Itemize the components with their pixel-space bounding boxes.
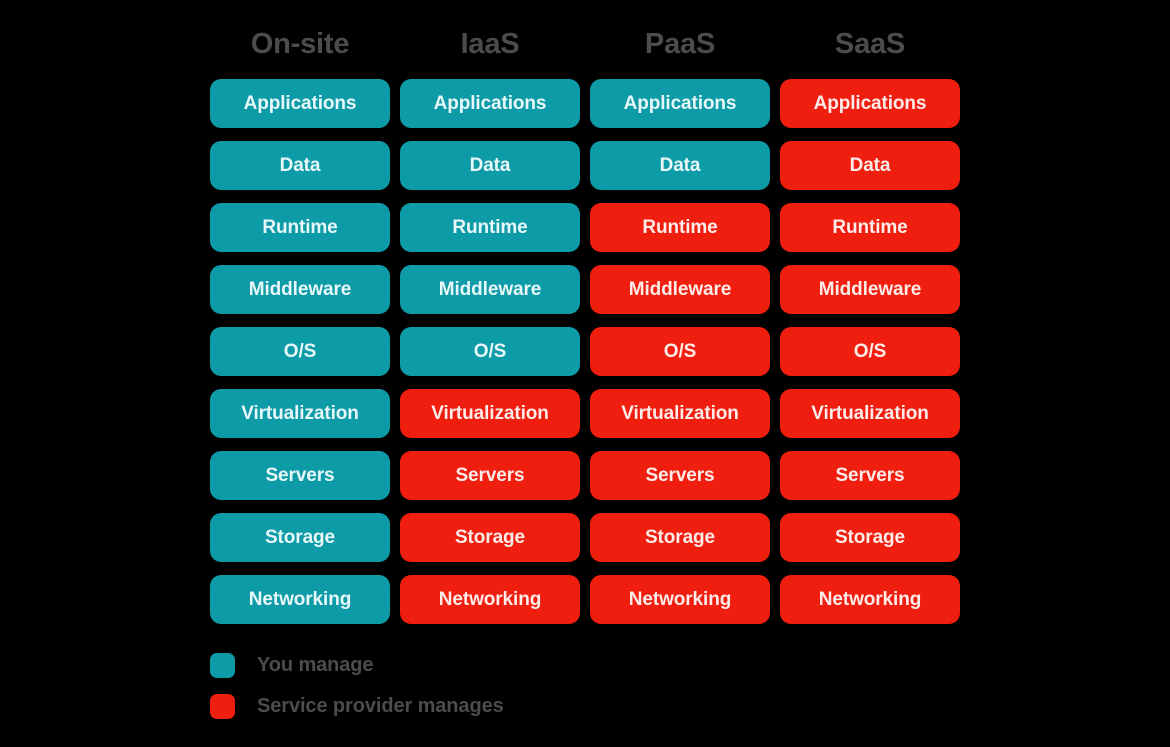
- cell-iaas-runtime[interactable]: Runtime: [400, 203, 580, 252]
- cell-on-site-virtualization[interactable]: Virtualization: [210, 389, 390, 438]
- column-header-iaas: IaaS: [460, 28, 520, 60]
- cell-paas-virtualization[interactable]: Virtualization: [590, 389, 770, 438]
- cell-iaas-applications[interactable]: Applications: [400, 79, 580, 128]
- column-header-saas: SaaS: [834, 28, 906, 60]
- cell-saas-storage[interactable]: Storage: [780, 513, 960, 562]
- cell-iaas-networking[interactable]: Networking: [400, 575, 580, 624]
- cell-paas-middleware[interactable]: Middleware: [590, 265, 770, 314]
- cell-on-site-servers[interactable]: Servers: [210, 451, 390, 500]
- cell-saas-data[interactable]: Data: [780, 141, 960, 190]
- legend-item-you: You manage: [210, 652, 504, 678]
- cell-on-site-runtime[interactable]: Runtime: [210, 203, 390, 252]
- cell-paas-o-s[interactable]: O/S: [590, 327, 770, 376]
- cell-on-site-applications[interactable]: Applications: [210, 79, 390, 128]
- column-header-row: On-site IaaS PaaS SaaS: [210, 22, 960, 66]
- cell-saas-networking[interactable]: Networking: [780, 575, 960, 624]
- cell-paas-runtime[interactable]: Runtime: [590, 203, 770, 252]
- cell-saas-o-s[interactable]: O/S: [780, 327, 960, 376]
- cell-saas-virtualization[interactable]: Virtualization: [780, 389, 960, 438]
- cell-iaas-middleware[interactable]: Middleware: [400, 265, 580, 314]
- column-header-on-site: On-site: [250, 28, 350, 60]
- cell-saas-applications[interactable]: Applications: [780, 79, 960, 128]
- cell-on-site-middleware[interactable]: Middleware: [210, 265, 390, 314]
- legend-swatch-you-icon: [210, 652, 235, 678]
- cell-iaas-storage[interactable]: Storage: [400, 513, 580, 562]
- cell-paas-servers[interactable]: Servers: [590, 451, 770, 500]
- cell-on-site-o-s[interactable]: O/S: [210, 327, 390, 376]
- legend-label: Service provider manages: [257, 694, 504, 717]
- column-header-paas: PaaS: [644, 28, 716, 60]
- cell-paas-networking[interactable]: Networking: [590, 575, 770, 624]
- cell-on-site-networking[interactable]: Networking: [210, 575, 390, 624]
- cell-paas-storage[interactable]: Storage: [590, 513, 770, 562]
- cell-iaas-o-s[interactable]: O/S: [400, 327, 580, 376]
- cell-paas-data[interactable]: Data: [590, 141, 770, 190]
- legend-swatch-provider-icon: [210, 693, 235, 719]
- legend-label: You manage: [257, 653, 374, 676]
- cell-on-site-data[interactable]: Data: [210, 141, 390, 190]
- cell-iaas-servers[interactable]: Servers: [400, 451, 580, 500]
- cell-on-site-storage[interactable]: Storage: [210, 513, 390, 562]
- cell-saas-servers[interactable]: Servers: [780, 451, 960, 500]
- cell-iaas-virtualization[interactable]: Virtualization: [400, 389, 580, 438]
- cell-paas-applications[interactable]: Applications: [590, 79, 770, 128]
- cell-saas-middleware[interactable]: Middleware: [780, 265, 960, 314]
- cell-saas-runtime[interactable]: Runtime: [780, 203, 960, 252]
- legend-item-provider: Service provider manages: [210, 693, 504, 719]
- cell-iaas-data[interactable]: Data: [400, 141, 580, 190]
